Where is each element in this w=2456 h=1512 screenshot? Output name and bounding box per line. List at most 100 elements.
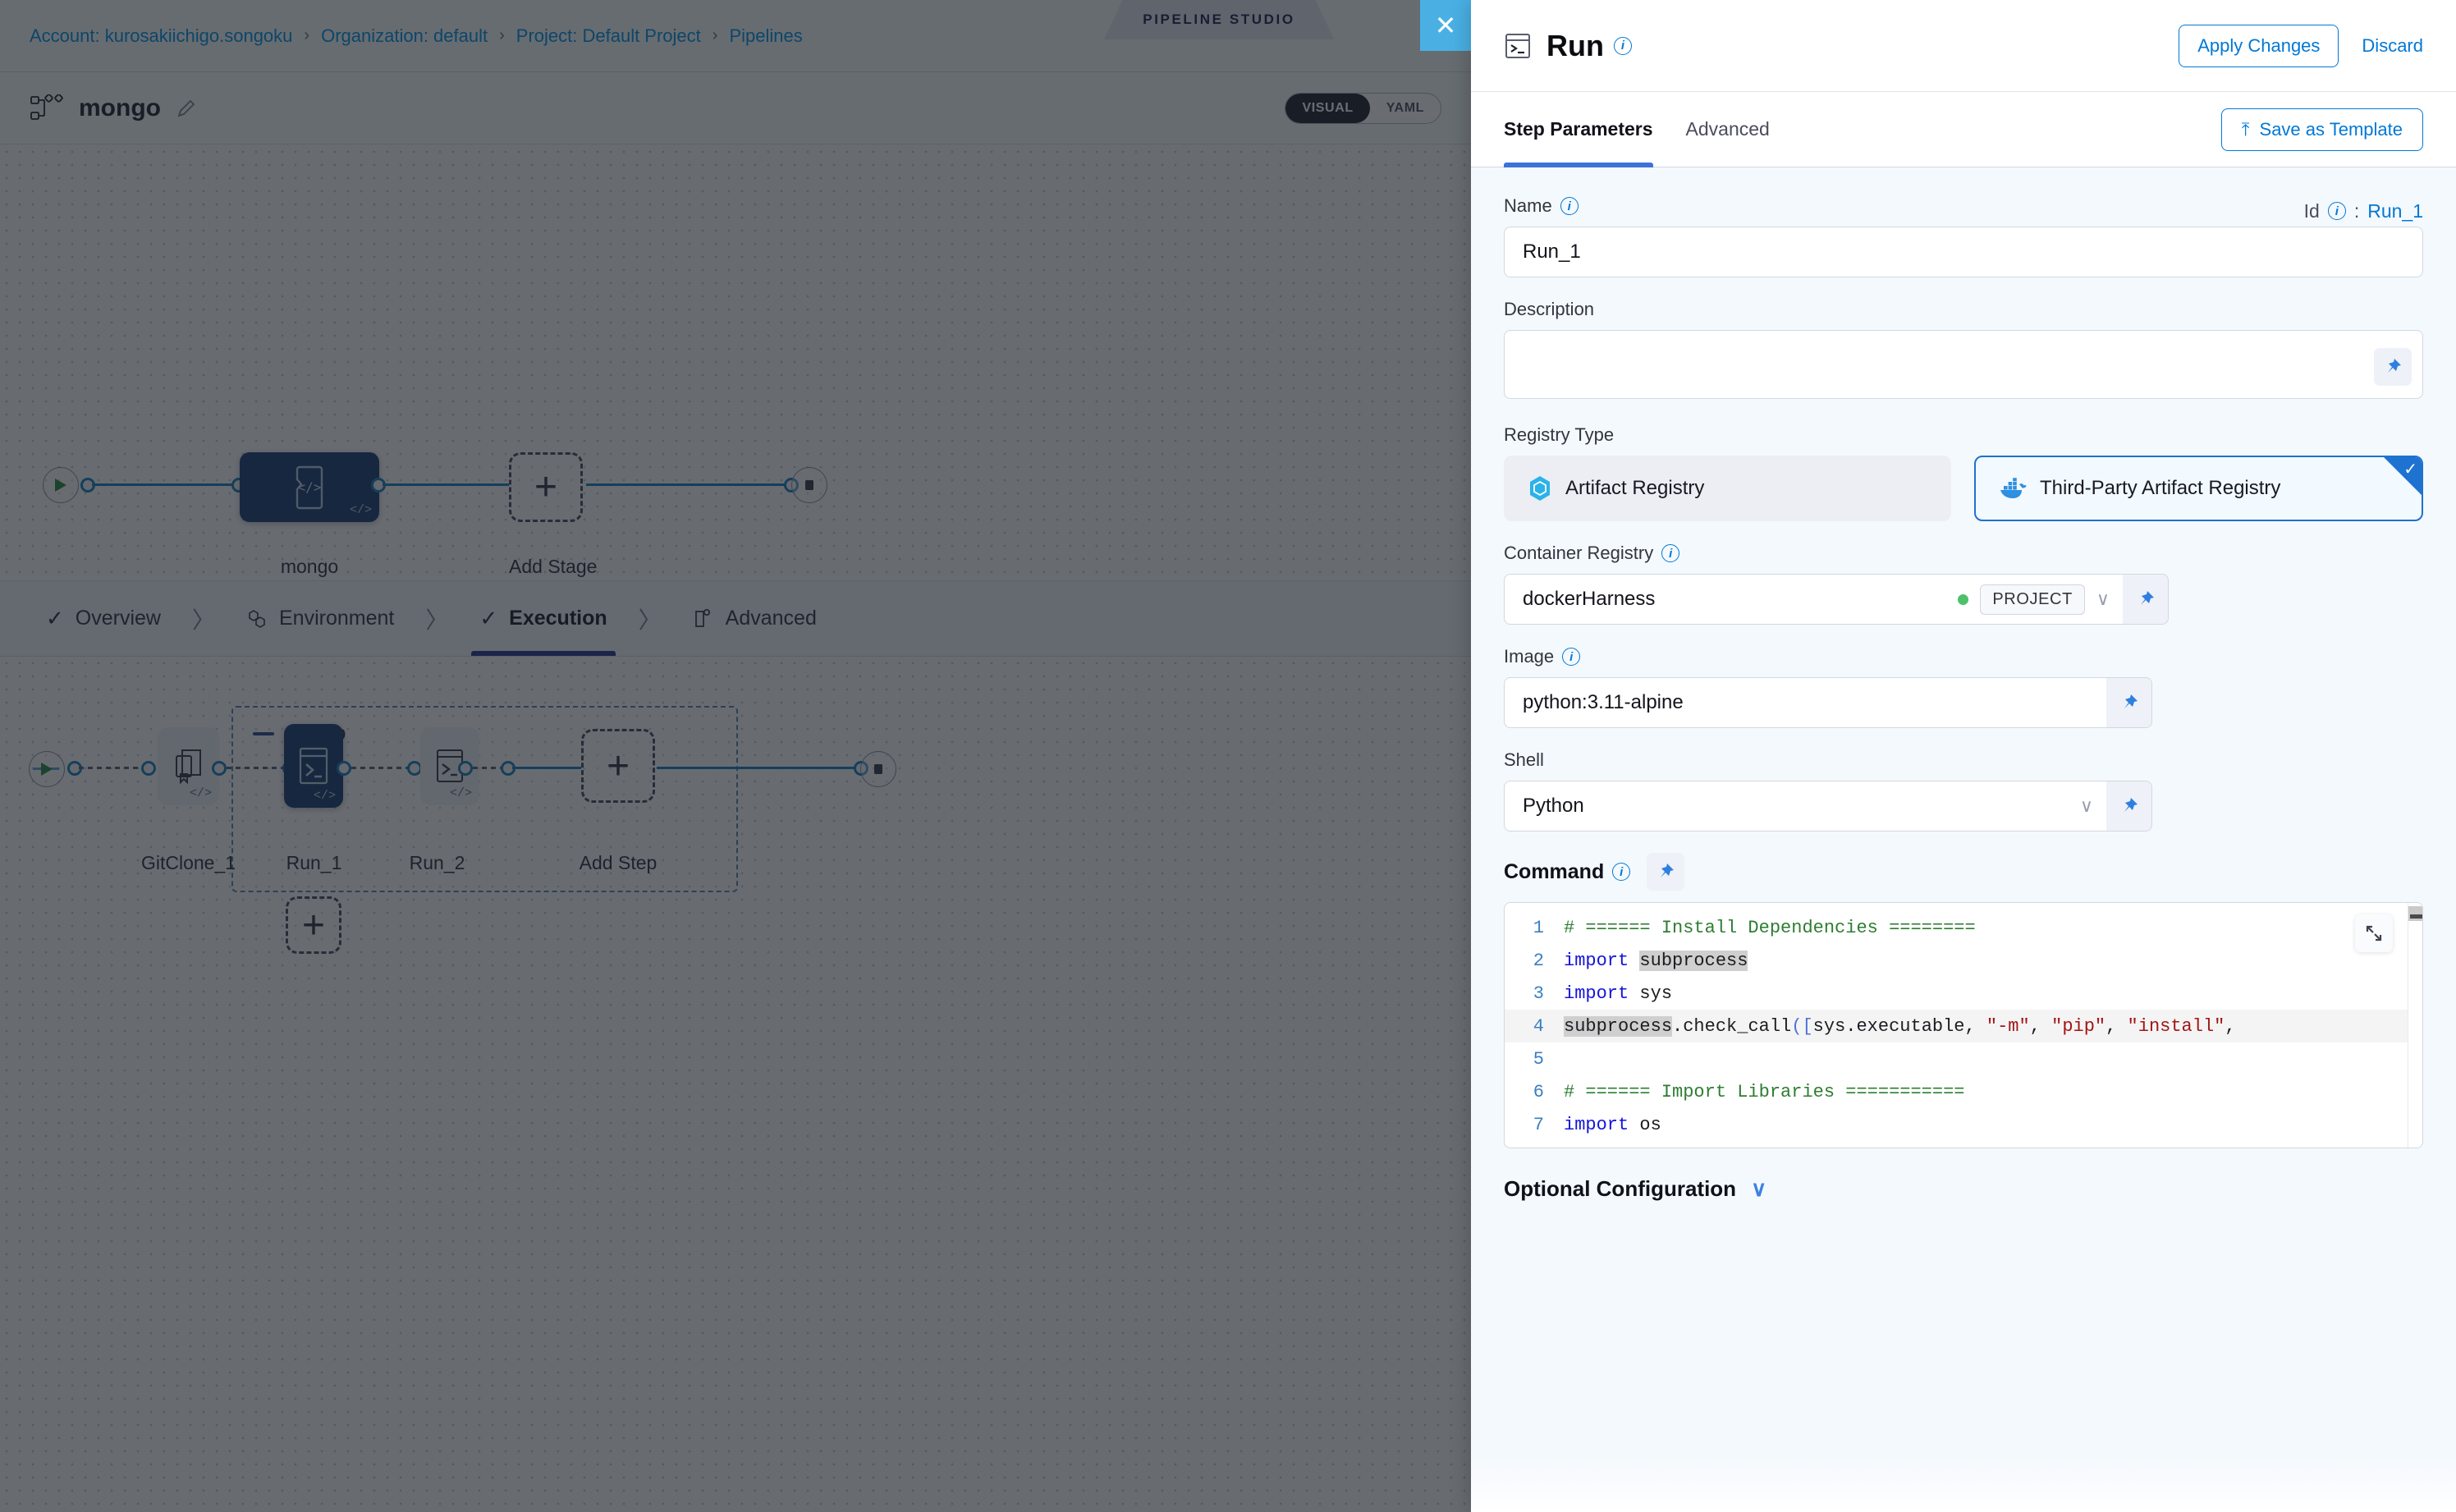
stage-tab-environment[interactable]: Environment [233,581,407,656]
pipeline-end-node[interactable] [791,467,827,503]
container-registry-pin-button[interactable] [2123,574,2169,625]
image-pin-button[interactable] [2106,677,2152,728]
pipeline-icon [30,94,63,120]
stage-tab-execution[interactable]: ✓ Execution [466,581,620,656]
info-icon-name[interactable]: i [1560,197,1579,215]
command-group: Command i 1# ====== Install Dependencies… [1504,853,2423,1148]
expand-editor-button[interactable] [2355,914,2393,952]
add-step-button[interactable]: + [581,729,655,803]
close-icon[interactable]: ✕ [1420,0,1471,51]
code-line[interactable]: 5 [1505,1042,2422,1075]
toggle-yaml[interactable]: YAML [1386,100,1424,115]
registry-option-third-party-label: Third-Party Artifact Registry [2040,477,2281,499]
code-text: # ====== Install Dependencies ======== [1564,917,1976,938]
line-number: 2 [1533,950,1544,971]
save-as-template-button[interactable]: ⤒ Save as Template [2220,108,2423,151]
step-label-run-2: Run_2 [409,852,465,873]
description-pin-button[interactable] [2374,348,2412,386]
info-icon-id[interactable]: i [2327,202,2346,220]
shell-pin-button[interactable] [2106,781,2152,832]
edit-pencil-icon[interactable] [176,98,197,119]
add-step-plus-icon: + [606,744,630,788]
description-textarea[interactable] [1504,330,2423,399]
code-text: subprocess.check_call([sys.executable, "… [1564,1015,2236,1037]
code-lines[interactable]: 1 # ====== Install Dependencies ======== 2… [1505,903,2422,1148]
code-line[interactable]: 6# ====== Import Libraries =========== [1505,1075,2422,1108]
editor-scrollbar[interactable] [2408,903,2422,1148]
breadcrumb-project[interactable]: Project: Default Project [515,25,701,46]
apply-changes-button[interactable]: Apply Changes [2179,24,2339,67]
line-number: 6 [1533,1081,1544,1102]
tab-step-parameters[interactable]: Step Parameters [1504,92,1653,167]
image-input-wrap[interactable] [1504,677,2106,728]
code-line[interactable]: 1 # ====== Install Dependencies ======== [1505,911,2422,944]
toggle-visual[interactable]: VISUAL [1285,93,1370,123]
shell-select[interactable]: ∨ [1504,781,2106,832]
breadcrumb-pipelines[interactable]: Pipelines [729,25,803,46]
advanced-icon [694,608,710,627]
line-number: 3 [1533,983,1544,1004]
stage-tab-advanced[interactable]: Advanced [680,581,830,656]
command-code-editor[interactable]: 1 # ====== Install Dependencies ======== 2… [1504,902,2423,1148]
optional-configuration-label: Optional Configuration [1504,1176,1737,1201]
info-icon-image[interactable]: i [1562,648,1581,666]
edge-dot-1 [79,767,146,769]
execution-canvas[interactable]: mongo </> GitClone_1 [0,657,1471,1512]
info-icon-command[interactable]: i [1612,863,1631,881]
stop-icon-2 [874,764,882,774]
add-parallel-step-button[interactable]: + [286,896,341,954]
expand-icon [2366,925,2382,942]
chevron-down-icon-registry[interactable]: ∨ [2096,589,2110,609]
view-mode-toggle[interactable]: VISUAL YAML [1285,92,1441,124]
info-icon-run[interactable]: i [1613,36,1632,55]
container-registry-value[interactable] [1523,588,1947,611]
pipeline-studio-tab[interactable]: PIPELINE STUDIO [1104,0,1334,39]
info-icon-container-registry[interactable]: i [1661,544,1680,562]
stage-tab-overview[interactable]: ✓ Overview [33,581,174,656]
svg-text:</>: </> [298,479,322,495]
docker-icon [2000,478,2027,498]
discard-button[interactable]: Discard [2362,34,2423,56]
tab-advanced-label: Advanced [1685,118,1770,140]
command-pin-button[interactable] [1647,853,1685,891]
step-node-run-1[interactable]: </> [284,724,343,808]
breadcrumb-account[interactable]: Account: kurosakiichigo.songoku [30,25,293,46]
tab-advanced[interactable]: Advanced [1686,92,1770,167]
name-input[interactable] [1504,227,2423,277]
breadcrumb-organization[interactable]: Organization: default [321,25,488,46]
terminal-icon [299,747,328,785]
name-label-row: Name i [1504,195,1579,217]
image-input[interactable] [1523,691,2093,714]
pipeline-title-bar: mongo VISUAL YAML [0,72,1471,144]
run1-out-port [337,761,351,776]
optional-configuration-toggle[interactable]: Optional Configuration ∨ [1504,1176,2423,1202]
stage-tab-execution-label: Execution [509,607,607,630]
container-registry-group: Container Registry i PROJECT ∨ [1504,543,2423,625]
code-line[interactable]: 8from pymongo import MongoClient [1505,1141,2422,1148]
add-stage-button[interactable]: + [509,452,583,522]
chevron-right-icon-2: 〉 [425,607,449,633]
exec-end-node[interactable] [860,751,896,787]
edge-group-to-addstep [512,767,581,769]
stage-tab-overview-label: Overview [75,607,161,630]
line-number: 1 [1533,917,1544,938]
save-as-template-label: Save as Template [2259,118,2403,140]
pipeline-start-node[interactable] [43,467,79,503]
chevron-down-icon-shell[interactable]: ∨ [2079,795,2093,816]
shell-value[interactable] [1523,795,2069,818]
exec-start-node[interactable] [29,751,65,787]
container-registry-input[interactable]: PROJECT ∨ [1504,574,2123,625]
registry-option-third-party[interactable]: Third-Party Artifact Registry ✓ [1974,456,2423,521]
stage-config-tabs[interactable]: ✓ Overview 〉 Environment 〉 ✓ Execution 〉… [0,580,1471,657]
breadcrumb-sep-2: › [499,26,505,44]
stage-node-mongo[interactable]: </> </> [240,452,379,522]
stage-canvas[interactable]: </> </> mongo + Add Stage [0,145,1471,580]
registry-type-label: Registry Type [1504,424,2423,446]
stop-icon [805,480,813,490]
step-node-gitclone-1[interactable]: </> [158,727,219,805]
registry-option-artifact-registry[interactable]: Artifact Registry [1504,456,1951,521]
